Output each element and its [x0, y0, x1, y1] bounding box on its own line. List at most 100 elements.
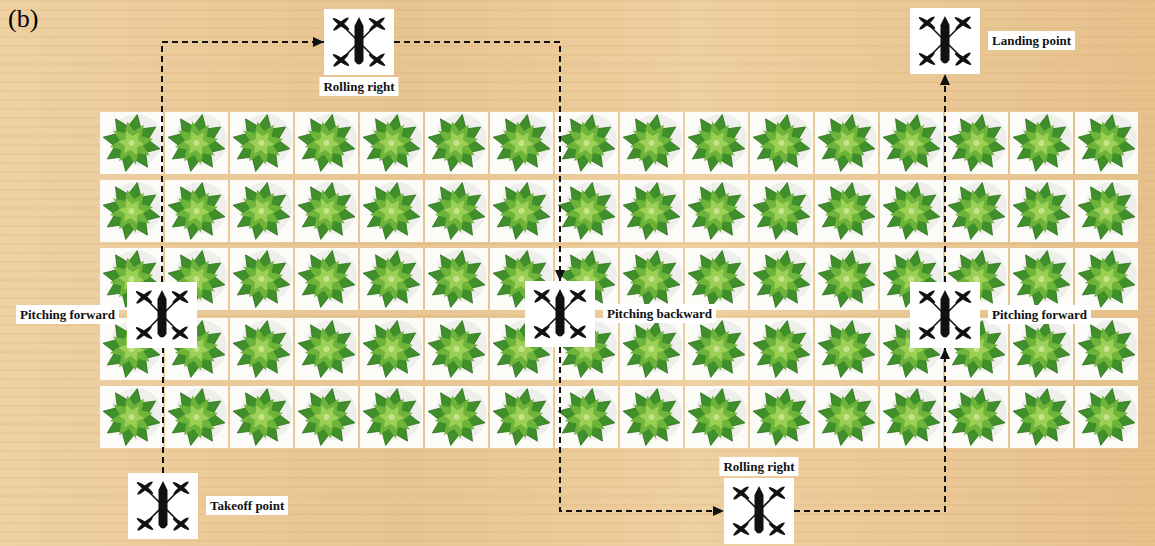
plant-tile — [295, 386, 358, 448]
plant-tile — [165, 386, 228, 448]
maneuver-label: Pitching backward — [603, 304, 716, 323]
flight-connector — [940, 74, 950, 282]
plant-tile — [1010, 180, 1073, 242]
plant-tile — [685, 112, 748, 174]
plant-tile — [295, 180, 358, 242]
maneuver-label: Takeoff point — [206, 496, 288, 515]
plant-tile — [685, 180, 748, 242]
maneuver-label: Rolling right — [319, 77, 398, 96]
arrowhead — [713, 506, 724, 516]
plant-tile — [815, 112, 878, 174]
plant-tile — [1075, 180, 1138, 242]
drone-icon — [127, 282, 197, 348]
plant-tile — [360, 112, 423, 174]
drone-icon — [910, 282, 980, 348]
flight-connector — [560, 347, 724, 516]
drone-icon — [910, 8, 980, 74]
plant-tile — [165, 180, 228, 242]
plant-tile — [880, 112, 943, 174]
plant-tile — [360, 180, 423, 242]
plant-tile — [1075, 112, 1138, 174]
dashed-path — [162, 42, 324, 282]
plant-tile — [620, 248, 683, 310]
plant-tile — [750, 318, 813, 380]
plant-tile — [815, 248, 878, 310]
plant-tile — [1010, 112, 1073, 174]
plant-tile — [750, 386, 813, 448]
plant-tile — [880, 386, 943, 448]
plant-tile — [815, 318, 878, 380]
plant-tile — [945, 386, 1008, 448]
flight-connector — [794, 348, 950, 511]
maneuver-label: Rolling right — [719, 457, 798, 476]
flight-connector — [163, 348, 164, 473]
plant-tile — [620, 318, 683, 380]
plant-tile — [685, 386, 748, 448]
drone-position: Pitching forward — [910, 282, 980, 348]
plant-tile — [1075, 318, 1138, 380]
dashed-path — [162, 348, 164, 473]
plant-tile — [555, 180, 618, 242]
plant-tile — [295, 248, 358, 310]
maneuver-label: Pitching forward — [988, 305, 1091, 324]
arrowhead — [940, 74, 950, 85]
plant-tile — [620, 112, 683, 174]
plant-tile — [880, 180, 943, 242]
plant-tile — [555, 112, 618, 174]
drone-icon — [324, 9, 394, 75]
plant-tile — [815, 180, 878, 242]
plant-tile — [425, 112, 488, 174]
dashed-path — [794, 348, 945, 511]
drone-icon — [525, 281, 595, 347]
plant-tile — [750, 248, 813, 310]
plant-tile — [425, 318, 488, 380]
plant-tile — [1075, 248, 1138, 310]
plant-tile — [165, 112, 228, 174]
plant-tile — [1010, 318, 1073, 380]
drone-position: Rolling right — [324, 9, 394, 75]
maneuver-label: Pitching forward — [16, 305, 119, 324]
plant-tile — [360, 386, 423, 448]
plant-tile — [230, 112, 293, 174]
plant-tile — [230, 248, 293, 310]
plant-tile — [425, 248, 488, 310]
plant-tile — [360, 318, 423, 380]
plant-tile — [490, 386, 553, 448]
drone-position: Landing point — [910, 8, 980, 74]
plant-tile — [1010, 248, 1073, 310]
arrowhead — [313, 37, 324, 47]
plant-tile — [945, 112, 1008, 174]
plant-tile — [230, 318, 293, 380]
plant-tile — [230, 180, 293, 242]
flight-connector — [394, 42, 565, 281]
drone-position: Pitching backward — [525, 281, 595, 347]
plant-tile — [945, 180, 1008, 242]
dashed-path — [560, 347, 724, 511]
maneuver-label: Landing point — [988, 31, 1075, 50]
panel-letter: (b) — [8, 4, 38, 34]
plant-tile — [750, 112, 813, 174]
drone-icon — [724, 478, 794, 544]
plant-tile — [490, 112, 553, 174]
plant-tile — [360, 248, 423, 310]
plant-tile — [230, 386, 293, 448]
dashed-path — [944, 74, 946, 282]
drone-position: Rolling right — [724, 478, 794, 544]
plant-tile — [685, 248, 748, 310]
plant-tile — [425, 180, 488, 242]
flight-connector — [162, 37, 324, 282]
arrowhead — [940, 348, 950, 359]
drone-position: Pitching forward — [127, 282, 197, 348]
plant-tile — [750, 180, 813, 242]
plant-tile — [620, 386, 683, 448]
plant-tile — [295, 112, 358, 174]
plant-tile — [100, 386, 163, 448]
plant-tile — [555, 386, 618, 448]
plant-tile — [295, 318, 358, 380]
plant-tile — [1010, 386, 1073, 448]
drone-position: Takeoff point — [128, 473, 198, 539]
plant-tile — [100, 180, 163, 242]
